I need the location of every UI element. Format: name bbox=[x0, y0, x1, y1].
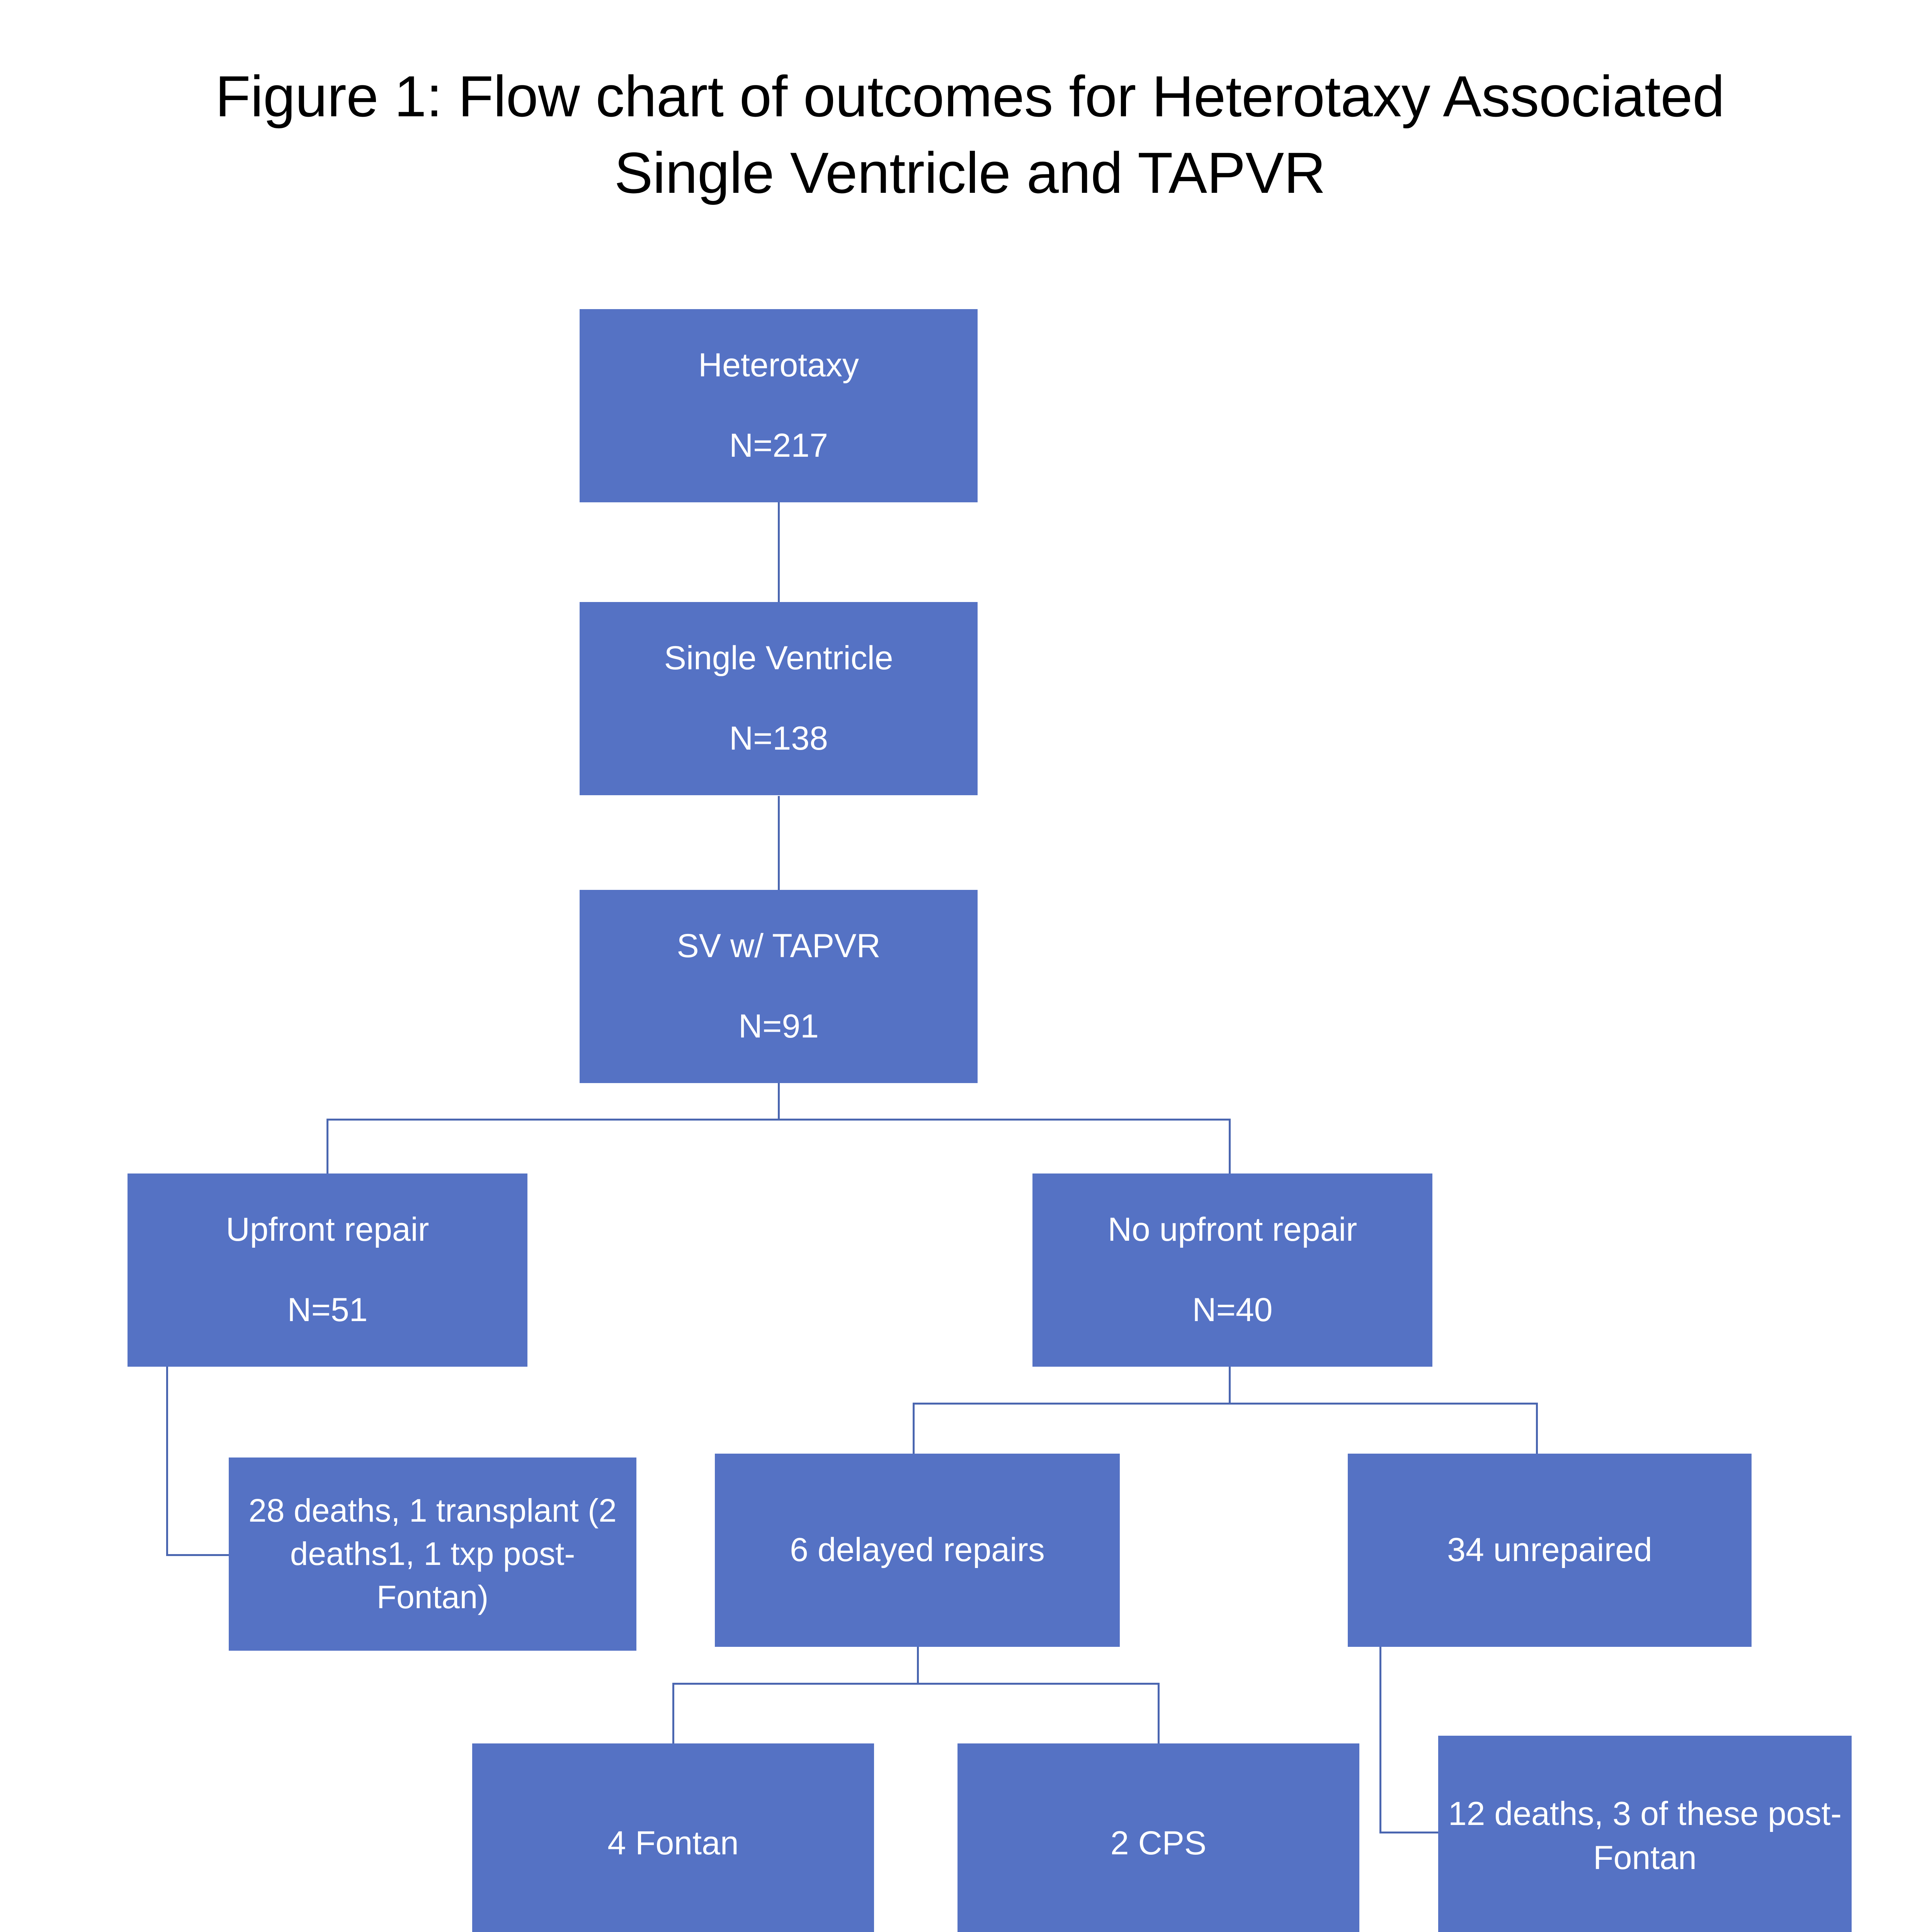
node-unrepaired[interactable]: 34 unrepaired bbox=[1348, 1454, 1752, 1647]
connector-delayed-repairs-to-cps bbox=[1158, 1683, 1160, 1745]
node-sv-with-tapvr-label: SV w/ TAPVR bbox=[677, 927, 881, 965]
connector-no-upfront-repair-to-unrepaired bbox=[1536, 1403, 1538, 1455]
node-single-ventricle-count: N=138 bbox=[729, 720, 828, 757]
node-unrepaired-outcomes[interactable]: 12 deaths, 3 of these post-Fontan bbox=[1438, 1736, 1852, 1932]
connector-delayed-repairs-to-fontan bbox=[672, 1683, 674, 1745]
node-delayed-repairs[interactable]: 6 delayed repairs bbox=[715, 1454, 1120, 1647]
node-fontan[interactable]: 4 Fontan bbox=[472, 1743, 874, 1932]
node-no-upfront-repair[interactable]: No upfront repair N=40 bbox=[1032, 1173, 1432, 1367]
node-single-ventricle-label: Single Ventricle bbox=[664, 639, 893, 677]
node-sv-with-tapvr-count: N=91 bbox=[738, 1008, 819, 1045]
connector-delayed-repairs-stem bbox=[917, 1646, 919, 1684]
figure-title: Figure 1: Flow chart of outcomes for Het… bbox=[215, 64, 1725, 205]
connector-unrepaired-elbow-vertical bbox=[1379, 1646, 1381, 1833]
connector-single-ventricle-to-sv-tapvr bbox=[778, 796, 780, 890]
connector-sv-tapvr-split-bar bbox=[327, 1119, 1231, 1121]
connector-delayed-repairs-split-bar bbox=[672, 1683, 1159, 1685]
node-no-upfront-repair-count: N=40 bbox=[1192, 1291, 1273, 1328]
node-unrepaired-outcomes-label: 12 deaths, 3 of these post-Fontan bbox=[1448, 1795, 1842, 1876]
node-no-upfront-repair-label: No upfront repair bbox=[1107, 1211, 1357, 1248]
connector-sv-tapvr-stem bbox=[778, 1082, 780, 1120]
connector-no-upfront-repair-to-delayed-repairs bbox=[913, 1403, 915, 1455]
node-upfront-repair-label: Upfront repair bbox=[226, 1211, 429, 1248]
node-unrepaired-label: 34 unrepaired bbox=[1447, 1531, 1652, 1569]
connector-unrepaired-elbow-horizontal bbox=[1379, 1832, 1443, 1833]
node-upfront-repair-count: N=51 bbox=[287, 1291, 368, 1328]
connector-upfront-repair-elbow-vertical bbox=[166, 1366, 168, 1556]
node-heterotaxy-count: N=217 bbox=[729, 427, 828, 464]
node-cps-label: 2 CPS bbox=[1110, 1825, 1207, 1862]
node-upfront-repair[interactable]: Upfront repair N=51 bbox=[128, 1173, 527, 1367]
node-upfront-outcomes[interactable]: 28 deaths, 1 transplant (2 deaths1, 1 tx… bbox=[229, 1458, 636, 1651]
node-heterotaxy[interactable]: Heterotaxy N=217 bbox=[580, 309, 978, 502]
connector-sv-tapvr-to-upfront-repair bbox=[327, 1119, 328, 1173]
connector-sv-tapvr-to-no-upfront-repair bbox=[1229, 1119, 1231, 1173]
node-heterotaxy-label: Heterotaxy bbox=[698, 347, 859, 384]
connector-heterotaxy-to-single-ventricle bbox=[778, 502, 780, 602]
node-single-ventricle[interactable]: Single Ventricle N=138 bbox=[580, 602, 978, 795]
node-cps[interactable]: 2 CPS bbox=[957, 1743, 1359, 1932]
connector-upfront-repair-elbow-horizontal bbox=[166, 1554, 232, 1556]
node-fontan-label: 4 Fontan bbox=[607, 1825, 739, 1862]
node-upfront-outcomes-label: 28 deaths, 1 transplant (2 deaths1, 1 tx… bbox=[248, 1492, 617, 1615]
connector-no-upfront-repair-stem bbox=[1229, 1366, 1231, 1404]
connector-no-upfront-repair-split-bar bbox=[913, 1403, 1538, 1405]
node-sv-with-tapvr[interactable]: SV w/ TAPVR N=91 bbox=[580, 890, 978, 1083]
node-delayed-repairs-label: 6 delayed repairs bbox=[790, 1531, 1045, 1569]
